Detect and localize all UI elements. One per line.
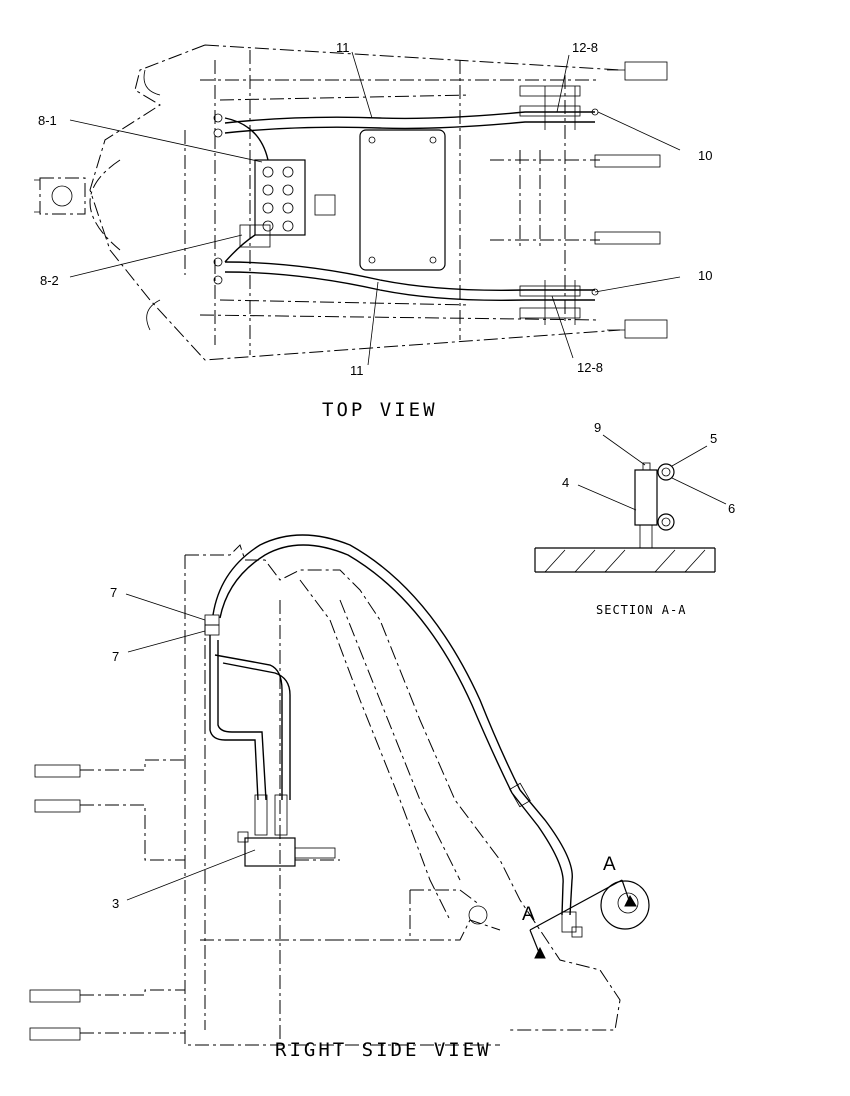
callout-8-2: 8-2 (40, 273, 59, 288)
callout-11-top-lower: 11 (350, 363, 364, 378)
callout-10-top-lower: 10 (698, 268, 712, 283)
section-marker-right: A (603, 854, 616, 875)
section-cut-markers (529, 879, 637, 959)
top-view-drawing (34, 44, 668, 361)
side-view-leaders (125, 593, 256, 901)
right-side-view-drawing (29, 534, 650, 1046)
section-a-a-drawing (534, 434, 727, 573)
callout-12-8-top-lower: 12-8 (577, 360, 603, 375)
callout-7-side-lower: 7 (112, 649, 119, 664)
section-a-a-title: SECTION A-A (596, 603, 686, 617)
top-view-title: TOP VIEW (322, 399, 438, 421)
callout-7-side-upper: 7 (110, 585, 117, 600)
top-view-leaders (69, 51, 681, 366)
right-side-view-title: RIGHT SIDE VIEW (275, 1039, 492, 1061)
section-marker-left: A (522, 904, 535, 925)
callout-8-1: 8-1 (38, 113, 57, 128)
callout-5-section: 5 (710, 431, 717, 446)
callout-6-section: 6 (728, 501, 735, 516)
callout-3-side: 3 (112, 896, 119, 911)
callout-10-top-upper: 10 (698, 148, 712, 163)
callout-11-top-upper: 11 (336, 40, 350, 55)
callout-4-section: 4 (562, 475, 569, 490)
callout-12-8-top-upper: 12-8 (572, 40, 598, 55)
callout-9-section: 9 (594, 420, 601, 435)
